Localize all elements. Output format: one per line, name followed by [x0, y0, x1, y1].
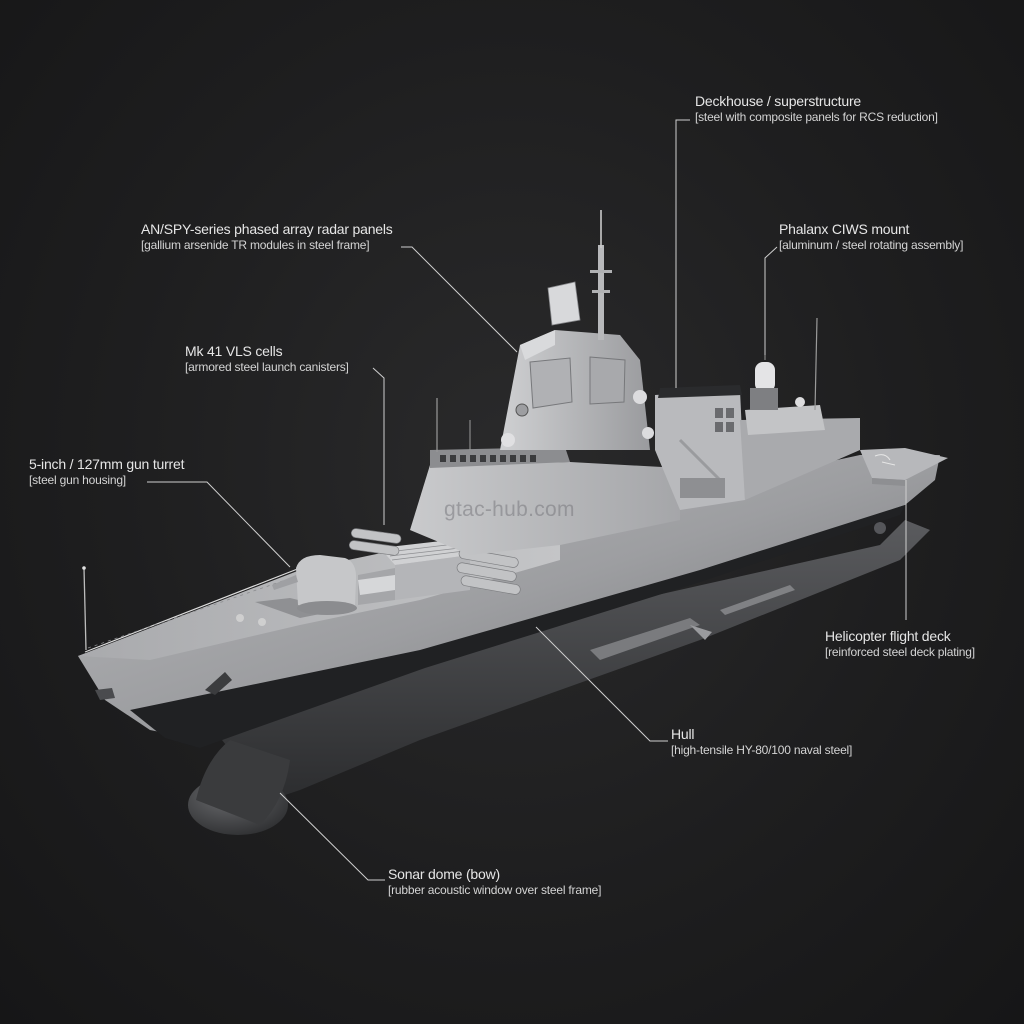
leader-ciws	[764, 246, 778, 355]
leader-vls	[372, 367, 385, 525]
callout-title: 5-inch / 127mm gun turret	[29, 456, 185, 472]
callout-subtitle: [reinforced steel deck plating]	[825, 645, 975, 660]
callout-ciws: Phalanx CIWS mount [aluminum / steel rot…	[779, 221, 963, 253]
leader-radar	[401, 246, 518, 353]
callout-title: Mk 41 VLS cells	[185, 343, 283, 359]
callout-radar: AN/SPY-series phased array radar panels …	[141, 221, 393, 253]
callout-title: Deckhouse / superstructure	[695, 93, 861, 109]
leader-gun	[147, 481, 291, 568]
leader-deckhouse	[675, 119, 690, 388]
ciws-mount	[750, 317, 818, 411]
callout-subtitle: [armored steel launch canisters]	[185, 360, 349, 375]
callout-title: AN/SPY-series phased array radar panels	[141, 221, 393, 237]
callout-subtitle: [aluminum / steel rotating assembly]	[779, 238, 964, 253]
gun-turret	[272, 555, 357, 615]
callout-vls: Mk 41 VLS cells [armored steel launch ca…	[185, 343, 349, 375]
callout-title: Helicopter flight deck	[825, 628, 951, 644]
callout-sonar: Sonar dome (bow) [rubber acoustic window…	[388, 866, 601, 898]
callout-subtitle: [steel gun housing]	[29, 473, 126, 488]
helicopter-flight-deck	[860, 448, 948, 486]
callout-title: Hull	[671, 726, 695, 742]
leader-hull	[535, 626, 668, 742]
deckhouse	[655, 385, 860, 510]
radar-panel	[529, 357, 573, 409]
callout-flightdeck: Helicopter flight deck [reinforced steel…	[825, 628, 975, 660]
vls-cells	[348, 528, 521, 605]
forward-superstructure	[410, 210, 680, 555]
callout-subtitle: [steel with composite panels for RCS red…	[695, 110, 938, 125]
lower-hull	[188, 520, 930, 835]
radar-panel	[589, 356, 626, 405]
callout-title: Sonar dome (bow)	[388, 866, 500, 882]
callout-subtitle: [high-tensile HY-80/100 naval steel]	[671, 743, 853, 758]
callout-hull: Hull [high-tensile HY-80/100 naval steel…	[671, 726, 852, 758]
callout-subtitle: [gallium arsenide TR modules in steel fr…	[141, 238, 370, 253]
callout-title: Phalanx CIWS mount	[779, 221, 910, 237]
hull	[78, 455, 940, 748]
callout-gun: 5-inch / 127mm gun turret [steel gun hou…	[29, 456, 184, 488]
watermark: gtac-hub.com	[444, 498, 575, 521]
callout-deckhouse: Deckhouse / superstructure [steel with c…	[695, 93, 938, 125]
callout-subtitle: [rubber acoustic window over steel frame…	[388, 883, 602, 898]
leader-sonar	[279, 792, 385, 881]
leader-lines	[147, 119, 907, 881]
